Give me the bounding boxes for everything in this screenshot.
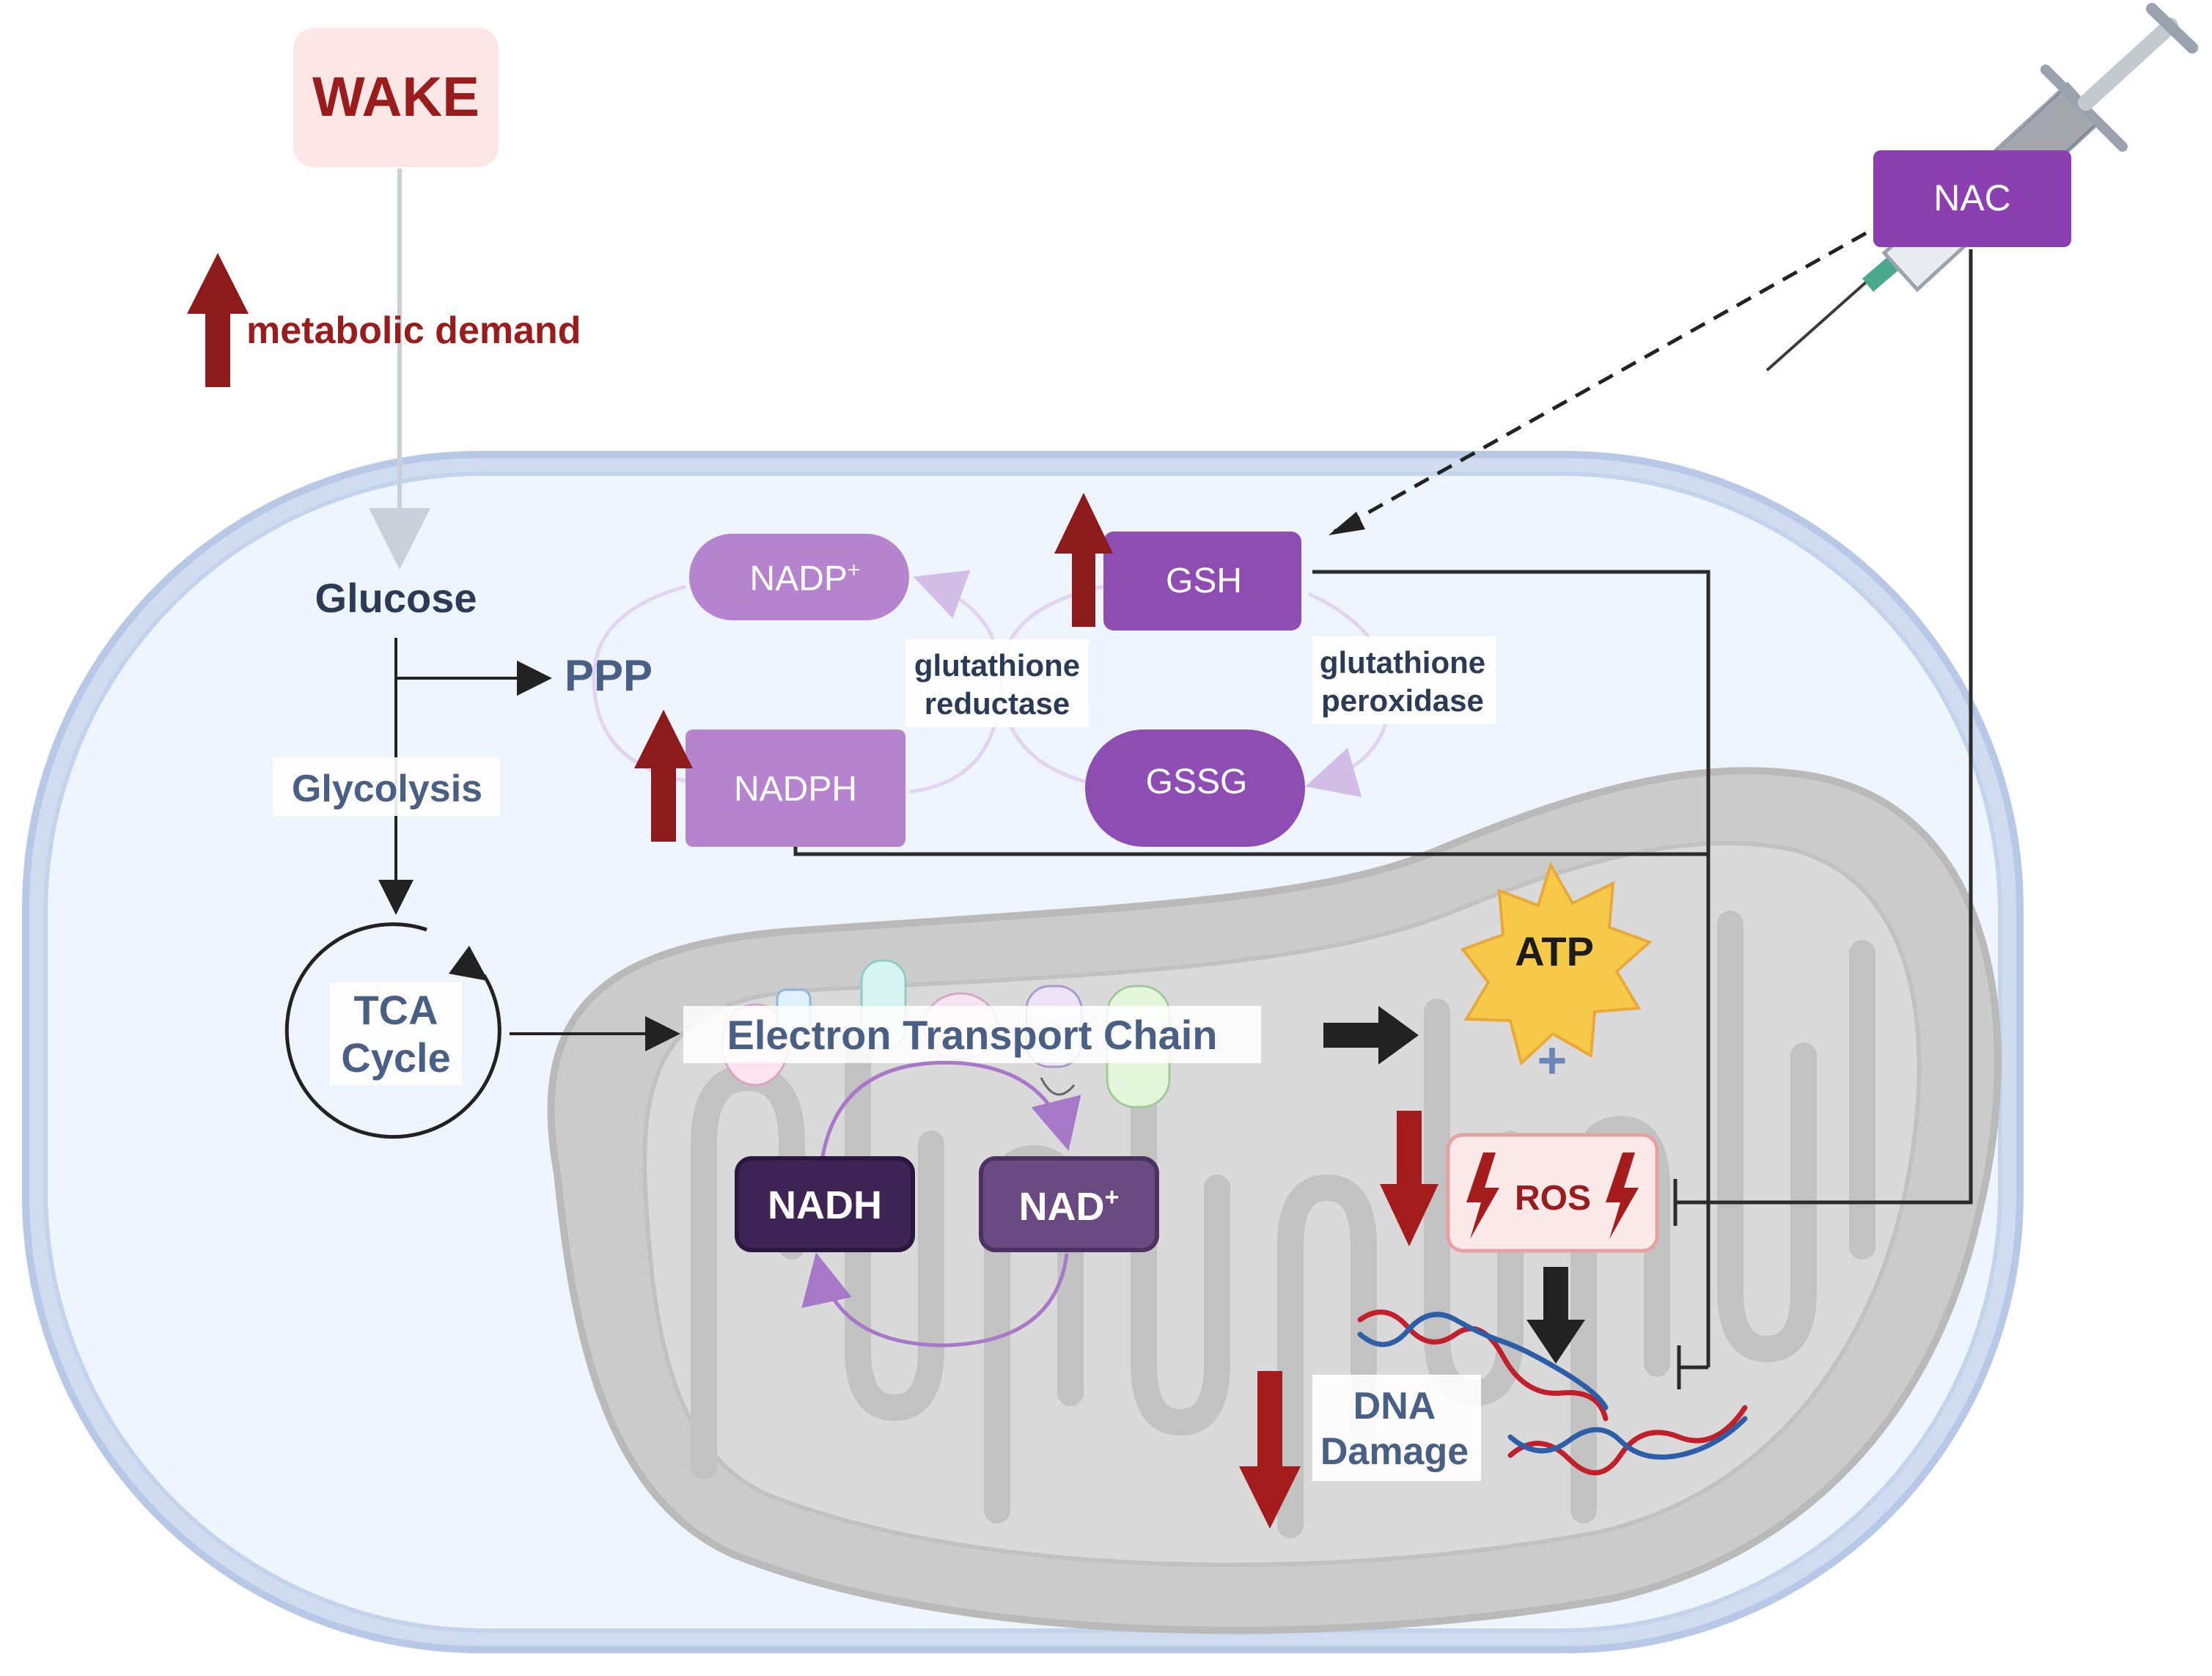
nac-to-gsh-arrowhead [1329,512,1365,535]
ros-down-arrow [1380,1111,1438,1246]
gsh-up-arrow [1054,493,1113,627]
antioxidant-inhibition-lines [793,570,1711,1389]
glutathione-reductase-line1: glutathione [914,648,1080,683]
nad-plus-box [979,1156,1159,1252]
wake-box [293,28,499,167]
wake-label: WAKE [312,66,479,128]
ros-lightning-left-icon [1466,1153,1499,1239]
nadh-label: NADH [768,1183,882,1227]
nadp-plus-label: NADP+ [750,558,861,598]
nadph-box [686,729,905,847]
ros-to-dna-arrow [1526,1267,1585,1364]
ros-label: ROS [1515,1179,1591,1218]
nac-to-gsh-dashed-arrow [1333,231,1867,534]
ros-lightning-right-icon [1606,1153,1639,1239]
metabolic-demand-up-arrow [187,253,249,387]
etc-label: Electron Transport Chain [727,1012,1218,1058]
nadh-to-nad-arc [819,1060,1081,1166]
gssg-box [1085,729,1305,847]
ros-box [1446,1133,1659,1253]
metabolic-demand-label: metabolic demand [246,309,581,352]
atp-plus-sign: + [1537,1032,1568,1089]
gssg-label: GSSG [1146,762,1248,801]
dna-label-line1: DNA [1353,1385,1436,1427]
dna-label-line2: Damage [1320,1430,1469,1473]
nac-box [1873,150,2071,247]
glucose-label: Glucose [315,575,477,621]
tca-cycle-circle [284,922,501,1139]
dna-damage-down-arrow [1239,1371,1301,1529]
etc-label-bg [683,1006,1261,1063]
nac-label: NAC [1933,177,2011,218]
dna-label-bg [1312,1375,1481,1481]
tca-label-bg [330,982,462,1085]
gsh-box [1103,532,1301,631]
nad-to-nadh-arc [801,1252,1069,1348]
glycolysis-label: Glycolysis [292,768,482,810]
nadp-plus-box [689,534,909,620]
tca-cycle-arrowhead [449,946,488,981]
glutathione-peroxidase-bg [1312,636,1496,724]
nad-plus-label: NAD+ [1019,1183,1120,1229]
atp-label: ATP [1515,928,1594,974]
glutathione-peroxidase-line2: peroxidase [1321,683,1484,718]
nadph-up-arrow [634,710,693,842]
atp-starburst [1460,861,1653,1066]
tca-label-line2: Cycle [341,1034,450,1081]
nac-inhibition-line [1673,249,1973,1226]
glycolysis-label-bg [273,757,500,816]
nadph-label: NADPH [734,770,857,809]
glutathione-reductase-line2: reductase [925,686,1070,721]
glutathione-reductase-bg [905,639,1089,727]
gsh-label: GSH [1166,562,1242,600]
glutathione-peroxidase-line1: glutathione [1320,645,1485,680]
ppp-label: PPP [565,651,653,700]
tca-label-line1: TCA [353,987,438,1033]
etc-to-atp-arrow [1323,1006,1419,1065]
dna-strands [1357,1309,1748,1476]
nadh-box [735,1156,915,1252]
